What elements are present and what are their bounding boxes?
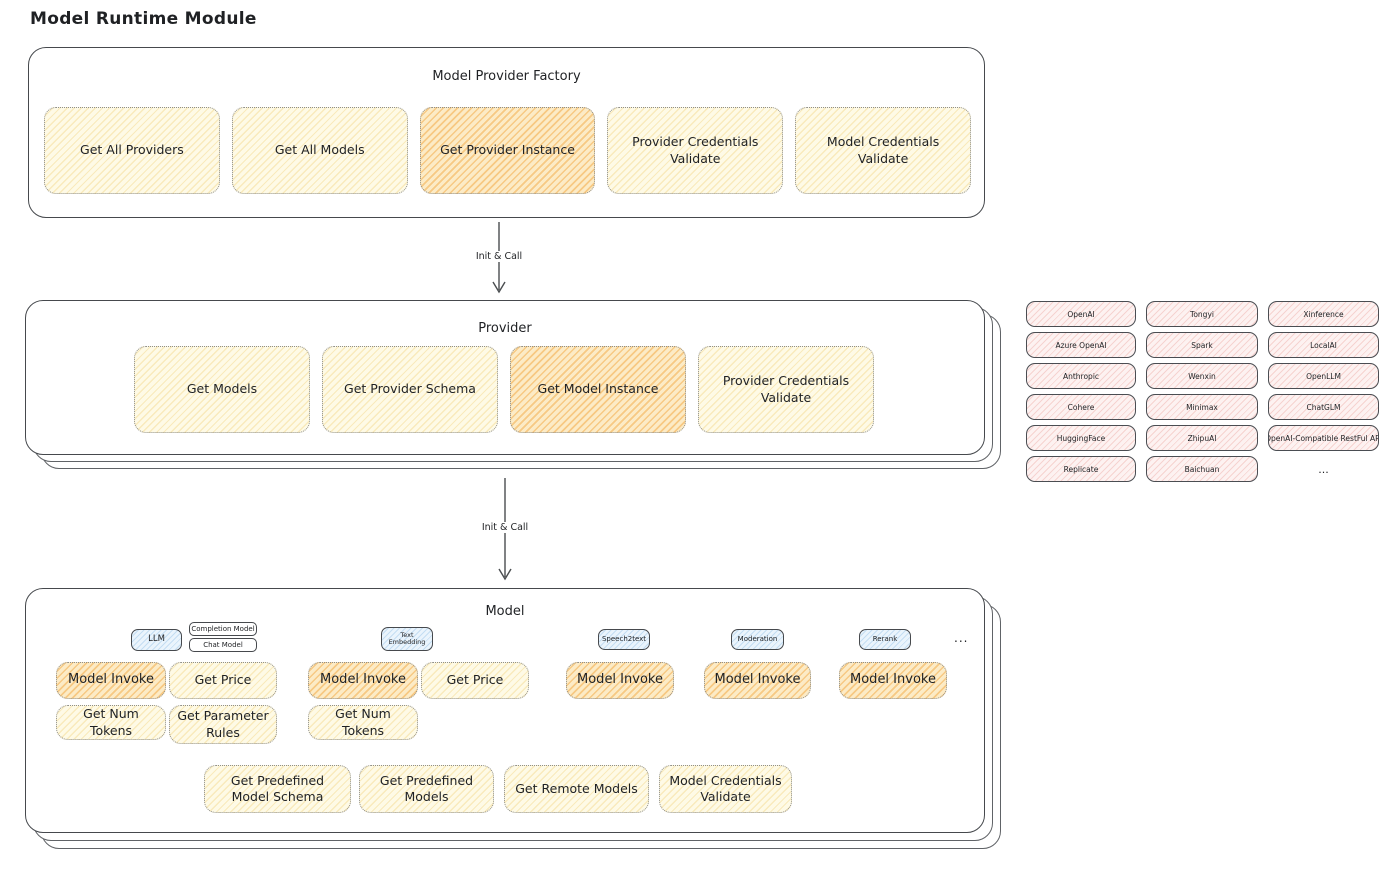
provider-item-cohere: Cohere	[1026, 394, 1136, 420]
node-get-all-models: Get All Models	[231, 107, 408, 194]
provider-list-grid: OpenAI Tongyi Xinference Azure OpenAI Sp…	[1026, 301, 1379, 482]
provider-item-replicate: Replicate	[1026, 456, 1136, 482]
node-embedding-model-invoke: Model Invoke	[308, 662, 418, 699]
node-provider-credentials-validate-2: Provider Credentials Validate	[698, 346, 874, 433]
provider-item-openai-compatible-restful-api: OpenAI-Compatible RestFul API	[1268, 425, 1379, 451]
provider-item-huggingface: HuggingFace	[1026, 425, 1136, 451]
tab-moderation: Moderation	[731, 629, 784, 650]
provider-item-spark: Spark	[1146, 332, 1258, 358]
provider-item-chatglm: ChatGLM	[1268, 394, 1379, 420]
provider-item-baichuan: Baichuan	[1146, 456, 1258, 482]
diagram-title: Model Runtime Module	[30, 9, 257, 29]
model-types-ellipsis: ...	[954, 631, 969, 645]
tab-chat-model: Chat Model	[189, 638, 257, 652]
provider-item-openai: OpenAI	[1026, 301, 1136, 327]
provider-list-ellipsis: ...	[1318, 462, 1329, 476]
node-get-provider-schema: Get Provider Schema	[322, 346, 498, 433]
factory-container: Model Provider Factory Get All Providers…	[28, 47, 985, 218]
node-get-model-instance: Get Model Instance	[510, 346, 686, 433]
node-speech2text-model-invoke: Model Invoke	[566, 662, 674, 699]
node-embedding-get-price: Get Price	[421, 662, 529, 699]
provider-title: Provider	[478, 321, 532, 336]
provider-item-tongyi: Tongyi	[1146, 301, 1258, 327]
arrow1-label: Init & Call	[471, 251, 527, 262]
node-get-provider-instance: Get Provider Instance	[419, 107, 596, 194]
provider-item-minimax: Minimax	[1146, 394, 1258, 420]
provider-item-zhipuai: ZhipuAI	[1146, 425, 1258, 451]
tab-speech2text: Speech2text	[598, 629, 650, 650]
provider-item-azure-openai: Azure OpenAI	[1026, 332, 1136, 358]
model-container: Model LLM Completion Model Chat Model Mo…	[25, 588, 985, 833]
provider-item-anthropic: Anthropic	[1026, 363, 1136, 389]
arrow2-label: Init & Call	[477, 522, 533, 533]
node-model-credentials-validate-2: Model Credentials Validate	[659, 765, 792, 813]
node-llm-get-price: Get Price	[169, 662, 277, 699]
node-llm-model-invoke: Model Invoke	[56, 662, 166, 699]
provider-item-openllm: OpenLLM	[1268, 363, 1379, 389]
node-get-models: Get Models	[134, 346, 310, 433]
node-llm-get-parameter-rules: Get Parameter Rules	[169, 705, 277, 744]
node-get-predefined-models: Get Predefined Models	[359, 765, 494, 813]
tab-text-embedding: Text Embedding	[381, 627, 433, 651]
node-moderation-model-invoke: Model Invoke	[704, 662, 811, 699]
node-embedding-get-num-tokens: Get Num Tokens	[308, 705, 418, 740]
node-provider-credentials-validate: Provider Credentials Validate	[607, 107, 784, 194]
provider-box-row: Get Models Get Provider Schema Get Model…	[134, 346, 874, 433]
model-title: Model	[485, 604, 525, 619]
provider-container: Provider Get Models Get Provider Schema …	[25, 300, 985, 455]
tab-completion-model: Completion Model	[189, 622, 257, 636]
factory-title: Model Provider Factory	[432, 69, 581, 84]
node-model-credentials-validate: Model Credentials Validate	[795, 107, 971, 194]
tab-llm: LLM	[131, 629, 182, 651]
provider-item-wenxin: Wenxin	[1146, 363, 1258, 389]
node-get-predefined-model-schema: Get Predefined Model Schema	[204, 765, 351, 813]
provider-item-localai: LocalAI	[1268, 332, 1379, 358]
node-get-remote-models: Get Remote Models	[504, 765, 649, 813]
node-llm-get-num-tokens: Get Num Tokens	[56, 705, 166, 740]
node-get-all-providers: Get All Providers	[44, 107, 220, 194]
node-rerank-model-invoke: Model Invoke	[839, 662, 947, 699]
factory-box-row: Get All Providers Get All Models Get Pro…	[44, 107, 971, 194]
tab-rerank: Rerank	[859, 629, 911, 650]
provider-item-xinference: Xinference	[1268, 301, 1379, 327]
